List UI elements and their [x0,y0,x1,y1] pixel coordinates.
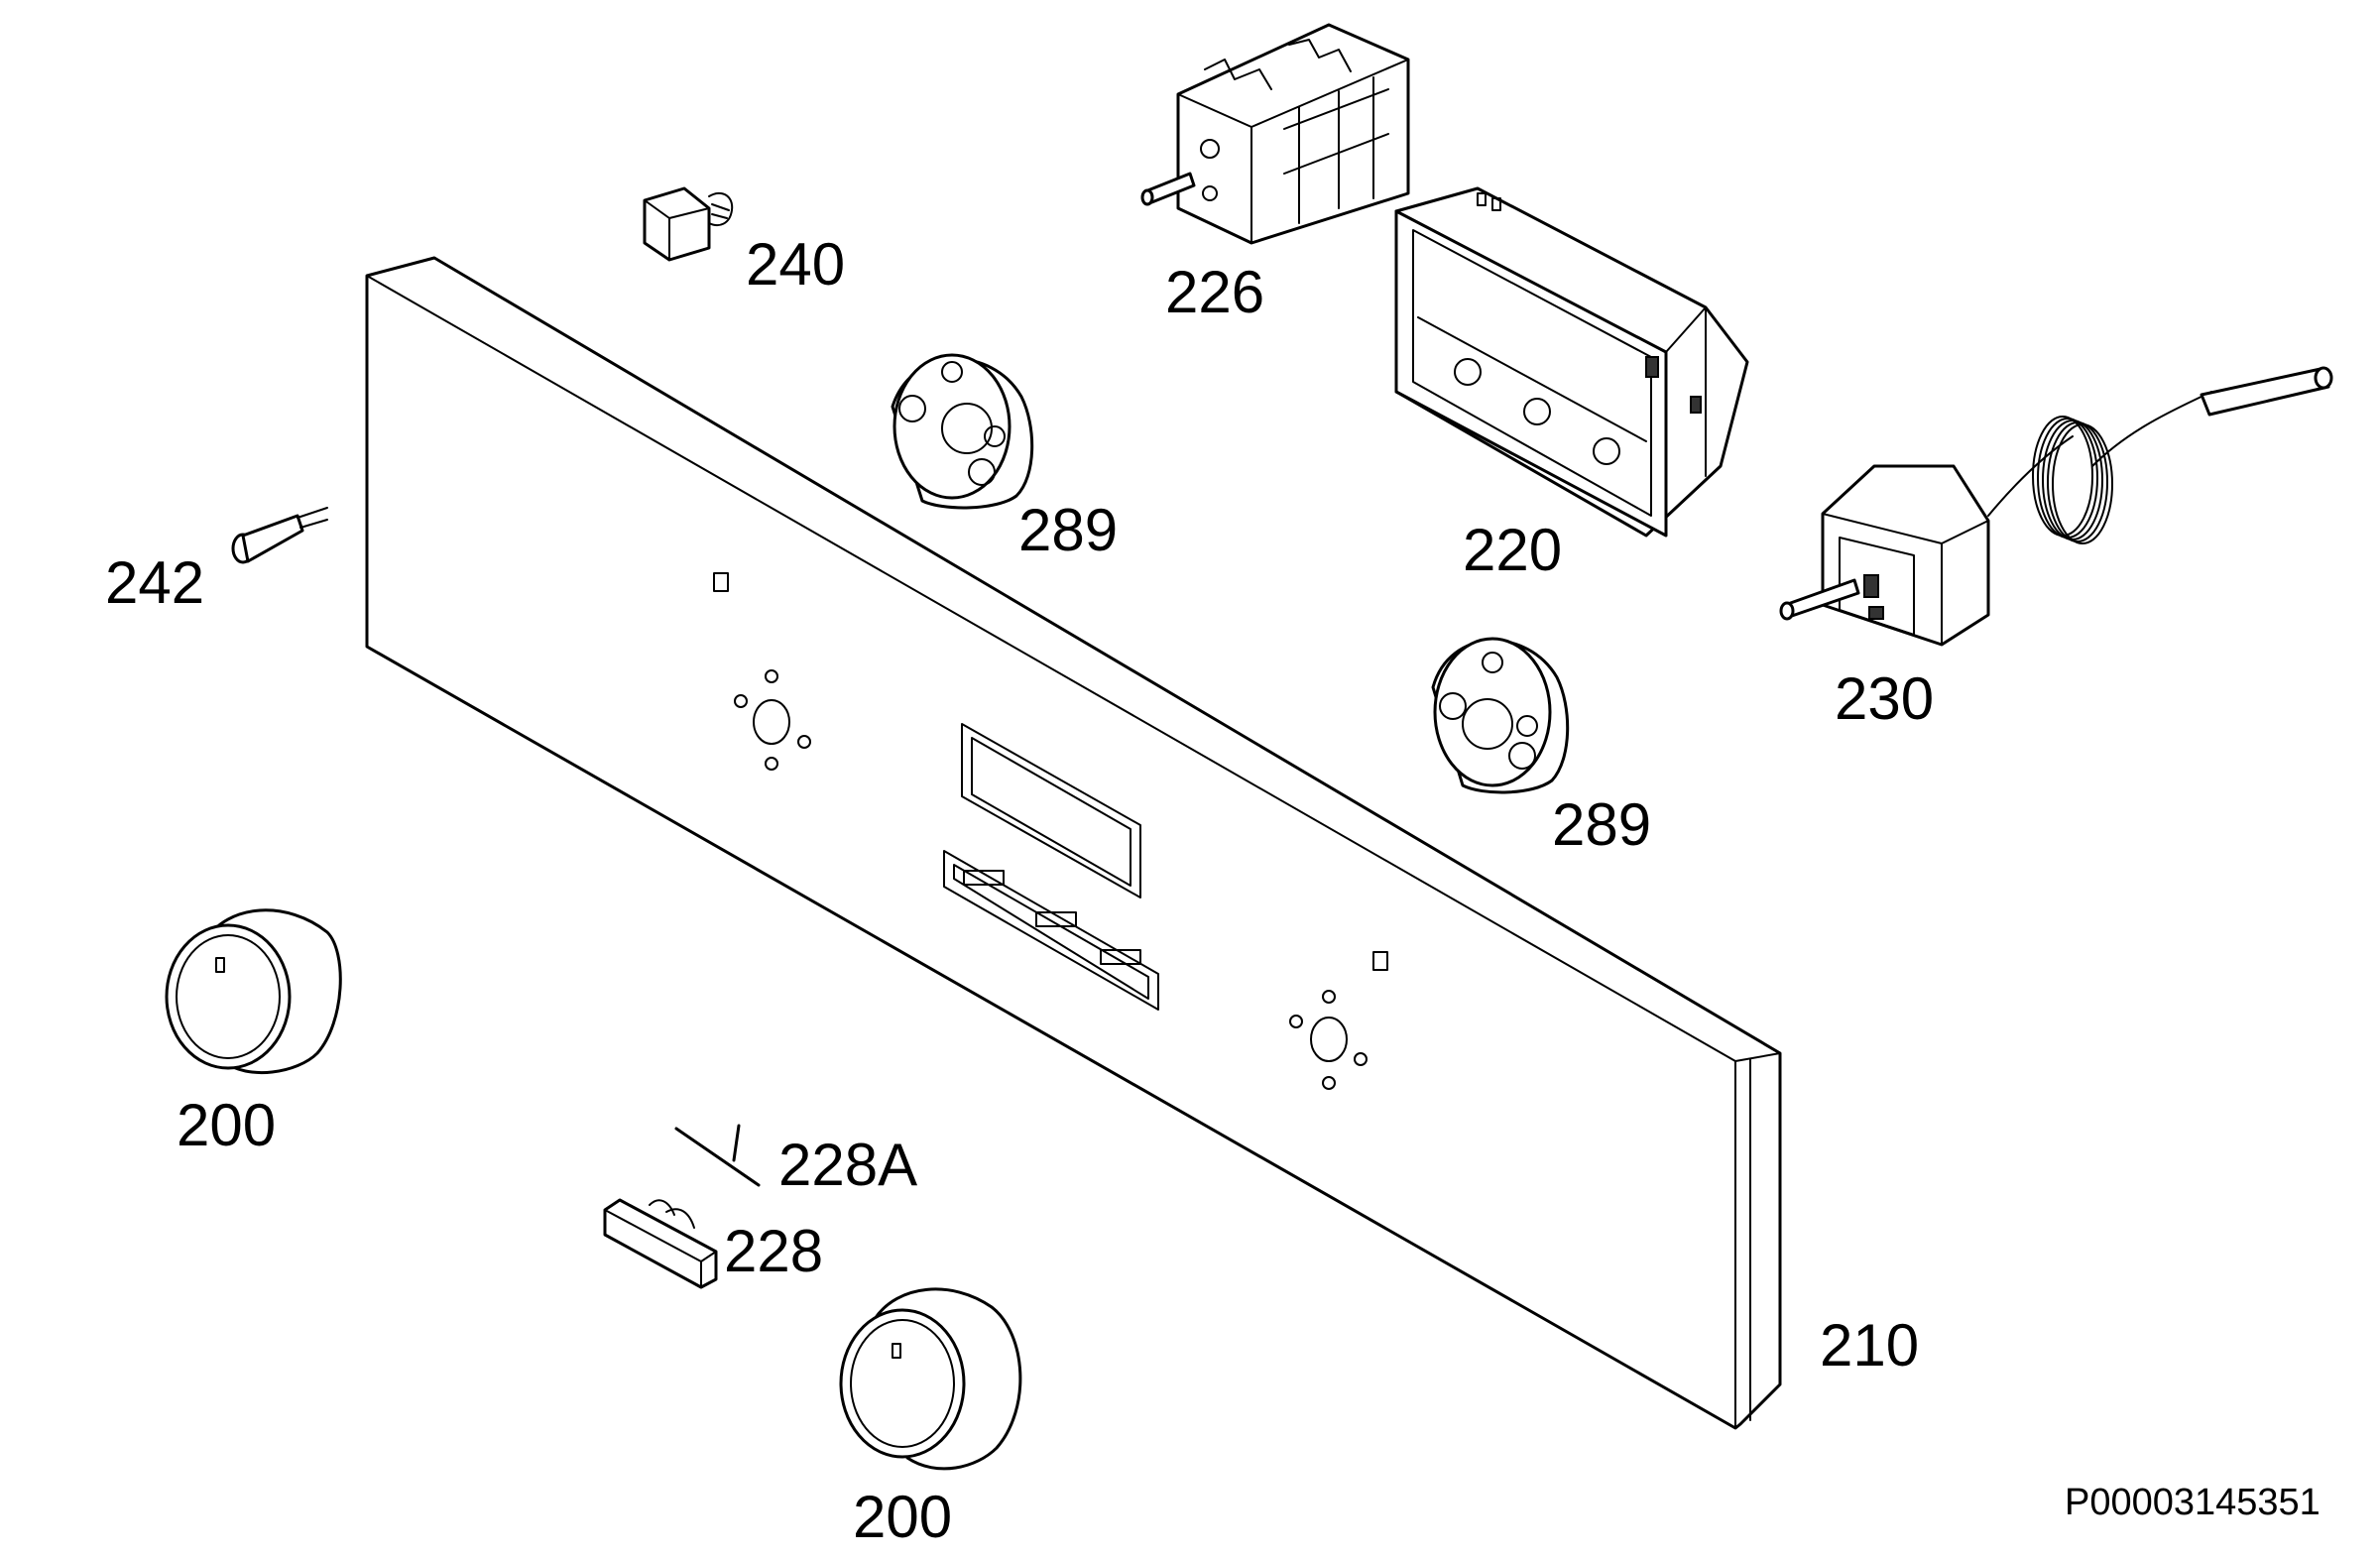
part-label-289-right: 289 [1552,791,1652,858]
diagram-reference-code: P00003145351 [2065,1482,2320,1523]
part-label-228: 228 [724,1218,824,1284]
control-panel-drawing [365,256,1782,1430]
part-label-230: 230 [1835,665,1935,732]
part-label-242: 242 [105,549,205,616]
knob-spacer-right-drawing [1431,637,1570,794]
selector-switch-drawing [1140,23,1410,245]
part-label-226: 226 [1165,259,1265,325]
part-label-220: 220 [1463,517,1563,583]
knob-left-drawing [165,908,342,1074]
indicator-lamp-lens-drawing [643,186,734,262]
push-button-drawing [603,1198,718,1289]
part-label-200-bottom: 200 [853,1484,953,1550]
pilot-lamp-drawing [231,507,328,564]
part-label-200-left: 200 [177,1092,277,1158]
part-label-228A: 228A [778,1132,918,1198]
part-label-289-top: 289 [1018,497,1119,563]
clock-display-module-drawing [1394,186,1749,538]
thermostat-drawing [1779,366,2333,647]
part-label-240: 240 [746,231,846,298]
push-rod-drawing [674,1124,761,1187]
knob-spacer-top-drawing [891,353,1034,510]
knob-bottom-drawing [839,1287,1022,1471]
part-label-210: 210 [1820,1312,1920,1379]
